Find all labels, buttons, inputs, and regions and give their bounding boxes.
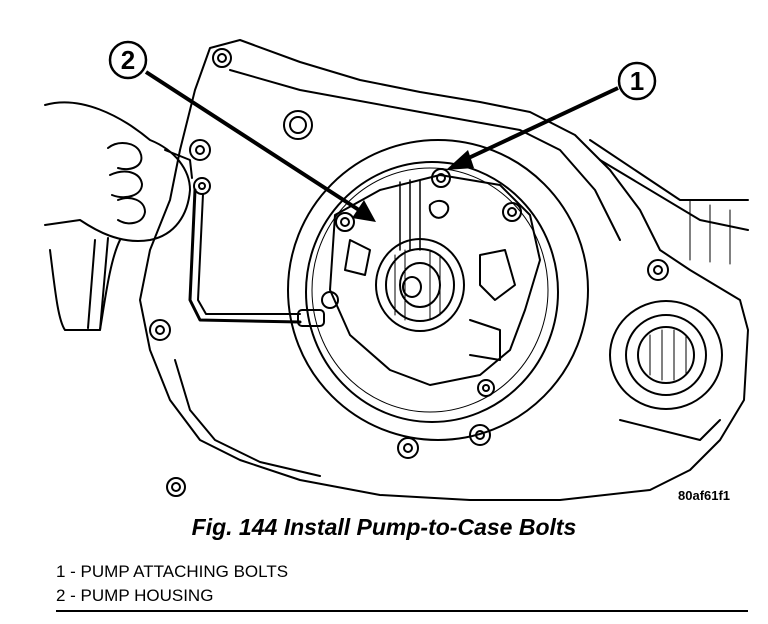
cooler-line: [188, 188, 302, 324]
callout-1: 1: [446, 61, 657, 170]
pump-seal-ring: [311, 167, 549, 413]
pump-flange-outer: [287, 139, 589, 441]
image-code: 80af61f1: [678, 488, 730, 503]
pump-flange-inner: [305, 161, 559, 423]
case-lower-edge: [174, 359, 321, 477]
divider: [56, 610, 748, 612]
figure-caption: Fig. 144 Install Pump-to-Case Bolts: [191, 514, 577, 540]
technical-illustration: 1 2 80af61f1: [44, 39, 749, 503]
legend-item-2: 2 - PUMP HOUSING: [56, 586, 214, 605]
pump-hub: [375, 238, 465, 332]
case-inner-edge: [229, 69, 621, 241]
callout-1-label: 1: [630, 66, 644, 96]
legend-item-1: 1 - PUMP ATTACHING BOLTS: [56, 562, 289, 581]
hand: [44, 101, 191, 242]
legend: 1 - PUMP ATTACHING BOLTS 2 - PUMP HOUSIN…: [56, 560, 288, 608]
case-outline: [139, 39, 749, 501]
callout-2-label: 2: [121, 45, 135, 75]
output-housing: [609, 300, 723, 410]
callout-2: 2: [108, 40, 376, 222]
